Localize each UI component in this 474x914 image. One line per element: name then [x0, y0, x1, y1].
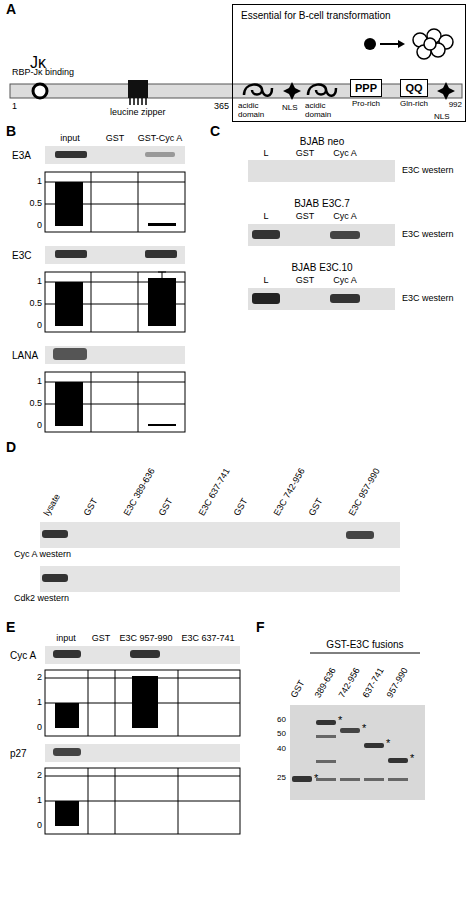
- figure-label: GST: [157, 497, 175, 518]
- figure-label: E3C 957-990: [119, 634, 172, 644]
- figure-label: 992: [449, 101, 462, 110]
- domain-box: PPP Pro-rich: [350, 78, 382, 109]
- figure-label: E3C 637-741: [181, 634, 234, 644]
- figure-label: 365: [214, 102, 229, 112]
- figure-label: 50: [277, 730, 286, 739]
- figure-label: 2: [37, 771, 42, 781]
- figure-label: 0.5: [29, 299, 42, 309]
- figure-label: LANA: [12, 350, 38, 361]
- figure-label: 0.5: [29, 199, 42, 209]
- figure-label: GST: [296, 212, 315, 222]
- figure-label: 0: [37, 821, 42, 831]
- region-title: Essential for B-cell transformation: [233, 5, 465, 26]
- figure-label: E3C 742-956: [272, 467, 307, 518]
- figure-label: L: [263, 149, 268, 159]
- figure-label: GST: [106, 134, 125, 144]
- figure-label: 1: [37, 796, 42, 806]
- figure-label: 957-990: [385, 666, 410, 700]
- figure-label: E3C: [12, 250, 31, 261]
- domain-label: QQ: [400, 79, 427, 97]
- figure-label: 60: [277, 716, 286, 725]
- figure-label: E3C 389-636: [122, 467, 157, 518]
- figure-label: input: [60, 134, 80, 144]
- figure-label: *: [386, 737, 390, 749]
- figure-label: lysate: [42, 493, 62, 518]
- figure-label: 40: [277, 745, 286, 754]
- figure-label: NLS: [282, 104, 298, 113]
- figure-label: BJAB E3C.10: [291, 262, 352, 273]
- panel-letter: A: [6, 2, 16, 17]
- figure-label: *: [410, 752, 414, 764]
- figure-label: GST: [296, 149, 315, 159]
- figure-label: 389-636: [313, 666, 338, 700]
- panel-letter: E: [6, 620, 15, 635]
- figure-label: GST: [289, 679, 307, 700]
- figure-label: E3A: [12, 150, 31, 161]
- domain-label: PPP: [350, 79, 382, 97]
- figure-label: GST-Cyc A: [138, 134, 183, 144]
- figure-label: *: [338, 714, 342, 726]
- figure-label: 25: [277, 774, 286, 783]
- figure-label: 1: [37, 277, 42, 287]
- figure-label: acidic domain: [305, 102, 341, 120]
- figure-label: GST: [82, 497, 100, 518]
- figure-label: leucine zipper: [110, 108, 166, 118]
- figure-label: E3C western: [402, 166, 454, 176]
- figure-label: BJAB E3C.7: [294, 198, 350, 209]
- panel-letter: F: [256, 620, 265, 635]
- figure-label: L: [263, 276, 268, 286]
- figure-label: L: [263, 212, 268, 222]
- figure-label: Cyc A: [333, 149, 357, 159]
- figure-label: 0.5: [29, 399, 42, 409]
- figure-label: E3C western: [402, 294, 454, 304]
- figure-label: GST: [296, 276, 315, 286]
- figure-label: Cyc A: [333, 276, 357, 286]
- figure-label: 2: [37, 673, 42, 683]
- figure-label: Cyc A: [10, 650, 36, 661]
- figure-label: RBP-Jκ binding: [12, 68, 74, 78]
- figure-label: GST: [307, 497, 325, 518]
- figure-label: NLS: [434, 113, 450, 122]
- figure-label: 1: [37, 698, 42, 708]
- figure-label: GST-E3C fusions: [326, 639, 403, 650]
- figure-label: *: [314, 772, 318, 784]
- figure-label: GST: [232, 497, 250, 518]
- figure-label: 0: [37, 723, 42, 733]
- panel-letter: D: [6, 440, 16, 455]
- figure-label: E3C 957-990: [347, 467, 382, 518]
- figure-label: 637-741: [361, 666, 386, 700]
- figure-label: Cyc A: [333, 212, 357, 222]
- figure-label: acidic domain: [238, 102, 274, 120]
- figure-label: GST: [92, 634, 111, 644]
- figure-label: Cdk2 western: [14, 594, 69, 604]
- figure-label: input: [56, 634, 76, 644]
- figure-label: 1: [12, 102, 17, 112]
- domain-caption: Gln-rich: [400, 100, 428, 109]
- panel-letter: C: [210, 124, 220, 139]
- panel-letter: B: [6, 124, 16, 139]
- figure-label: p27: [10, 748, 27, 759]
- domain-caption: Pro-rich: [350, 100, 382, 109]
- domain-box: QQ Gln-rich: [400, 78, 428, 109]
- figure-label: Cyc A western: [14, 550, 71, 560]
- figure-label: 0: [37, 221, 42, 231]
- figure-label: E3C western: [402, 230, 454, 240]
- region-box: Essential for B-cell transformationPPP Pr…: [232, 4, 466, 122]
- figure-label: 0: [37, 421, 42, 431]
- figure-label: BJAB neo: [300, 136, 344, 147]
- figure-label: *: [362, 722, 366, 734]
- figure-label: 1: [37, 377, 42, 387]
- figure-label: E3C 637-741: [197, 467, 232, 518]
- figure-label: 0: [37, 321, 42, 331]
- figure-label: 742-956: [337, 666, 362, 700]
- figure-label: 1: [37, 177, 42, 187]
